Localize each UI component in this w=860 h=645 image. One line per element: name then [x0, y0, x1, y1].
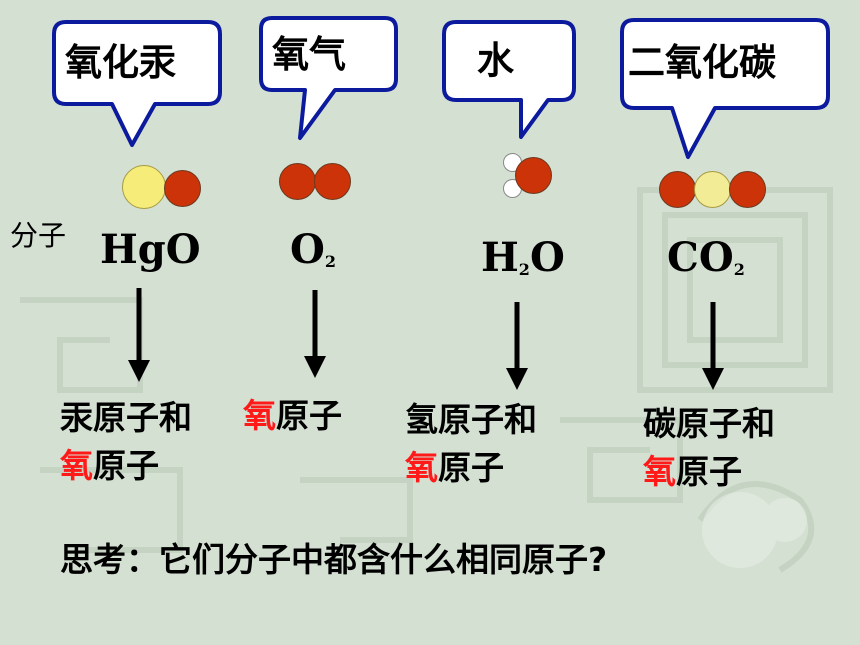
result-line: 氢原子和	[405, 400, 537, 439]
formula-h2o: H2O	[481, 234, 565, 281]
down-arrow-icon	[128, 288, 150, 382]
down-arrow-icon	[506, 302, 528, 390]
result-line: 氧原子	[243, 396, 342, 435]
down-arrow-icon	[702, 302, 724, 390]
result-line: 氧原子	[60, 445, 159, 485]
down-arrow-icon	[304, 290, 326, 378]
question-text: 思考：它们分子中都含什么相同原子?	[60, 540, 608, 579]
highlight-oxygen: 氧	[60, 445, 93, 485]
result-carbon-dioxide: 碳原子和 氧原子	[643, 400, 775, 496]
oxygen-atom	[164, 170, 201, 207]
carbon-atom	[694, 171, 731, 208]
result-water: 氢原子和 氧原子	[405, 396, 537, 492]
oxygen-atom	[515, 157, 552, 194]
result-oxygen: 氧原子	[243, 392, 342, 440]
result-line: 氧原子	[643, 451, 742, 491]
mercury-atom	[122, 165, 166, 209]
oxygen-atom	[314, 163, 351, 200]
bubble-label-mercury-oxide: 氧化汞	[65, 41, 176, 84]
bubble-label-oxygen: 氧气	[272, 33, 346, 76]
formula-o2: O2	[290, 226, 336, 273]
highlight-oxygen: 氧	[643, 451, 676, 491]
bubble-label-water: 水	[477, 39, 514, 82]
bubble-label-carbon-dioxide: 二氧化碳	[628, 41, 776, 84]
result-line: 碳原子和	[643, 404, 775, 443]
oxygen-atom	[729, 171, 766, 208]
result-line: 汞原子和	[60, 398, 192, 437]
oxygen-atom	[659, 171, 696, 208]
oxygen-atom	[279, 163, 316, 200]
formula-hgo: HgO	[100, 226, 201, 273]
bubble-water	[442, 20, 576, 139]
highlight-oxygen: 氧	[405, 447, 438, 487]
bubble-oxygen	[259, 16, 398, 140]
molecule-label: 分子	[10, 219, 67, 252]
bubble-mercury-oxide	[52, 20, 222, 147]
formula-co2: CO2	[667, 234, 745, 281]
highlight-oxygen: 氧	[243, 396, 276, 435]
result-line: 氧原子	[405, 447, 504, 487]
bubble-carbon-dioxide	[620, 18, 830, 159]
result-mercury-oxide: 汞原子和 氧原子	[60, 394, 192, 490]
